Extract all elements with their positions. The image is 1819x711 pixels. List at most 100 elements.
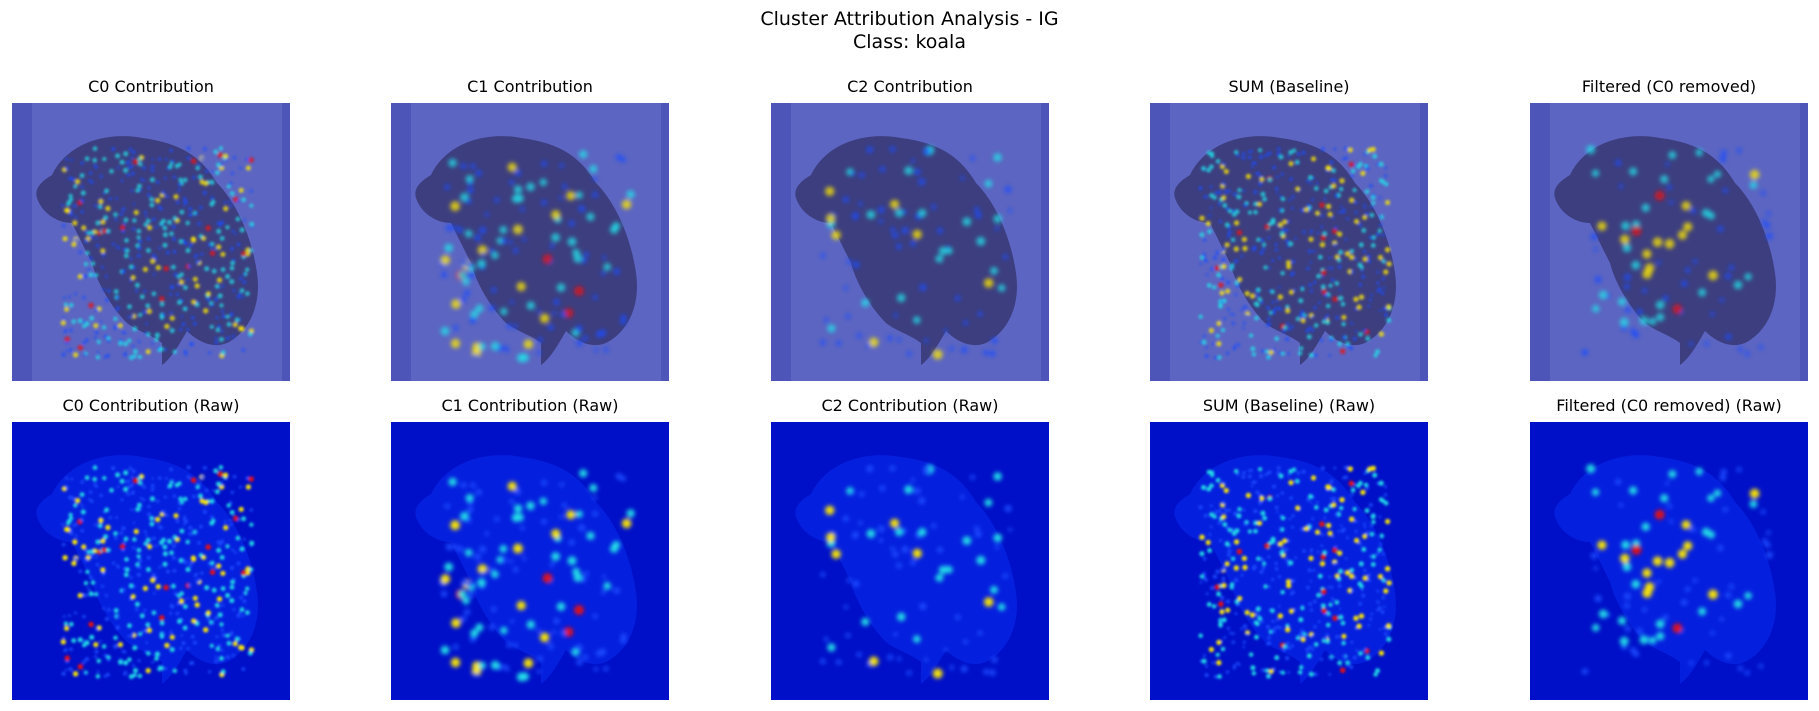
attribution-spot — [154, 651, 160, 657]
attribution-spot — [61, 352, 66, 357]
attribution-spot — [111, 242, 116, 246]
attribution-spot — [1340, 524, 1343, 527]
attribution-spot — [82, 639, 86, 643]
attribution-spot — [1668, 151, 1677, 160]
attribution-spot — [1258, 148, 1263, 153]
attribution-spot — [1654, 509, 1665, 520]
attribution-spot — [827, 643, 836, 652]
attribution-spot — [1295, 635, 1301, 641]
attribution-spot — [1224, 242, 1230, 248]
attribution-spot — [1383, 605, 1386, 608]
attribution-spot — [64, 526, 70, 532]
attribution-spot — [1320, 284, 1326, 290]
attribution-spot — [1222, 522, 1228, 527]
attribution-spot — [226, 184, 231, 189]
attribution-spot — [1736, 467, 1742, 473]
attribution-heatmap-image — [391, 422, 669, 700]
attribution-spot — [583, 251, 589, 258]
attribution-spot — [117, 565, 120, 569]
attribution-spot — [220, 267, 226, 272]
attribution-spot — [1313, 306, 1317, 310]
attribution-spot — [225, 633, 230, 638]
attribution-spot — [150, 483, 155, 488]
attribution-spot — [1668, 470, 1677, 479]
attribution-spot — [845, 313, 851, 319]
attribution-spot — [902, 528, 908, 534]
attribution-spot — [1656, 260, 1661, 265]
attribution-spot — [159, 301, 165, 307]
attribution-spot — [61, 204, 64, 207]
attribution-spot — [90, 235, 94, 239]
attribution-spot — [102, 607, 105, 610]
attribution-spot — [169, 550, 174, 556]
attribution-spot — [1199, 581, 1203, 584]
attribution-spot — [910, 158, 915, 164]
attribution-spot — [1264, 543, 1270, 549]
attribution-spot — [1333, 147, 1337, 151]
attribution-spot — [1719, 297, 1724, 303]
attribution-spot — [63, 302, 68, 307]
attribution-spot — [613, 268, 620, 275]
attribution-spot — [1302, 315, 1306, 319]
attribution-spot — [105, 524, 111, 531]
attribution-spot — [1362, 256, 1368, 262]
attribution-spot — [193, 640, 197, 645]
attribution-spot — [1704, 660, 1709, 666]
attribution-spot — [1285, 239, 1290, 244]
attribution-spot — [122, 269, 126, 273]
attribution-spot — [68, 512, 73, 517]
attribution-spot — [145, 214, 148, 218]
attribution-spot — [1371, 200, 1376, 206]
attribution-spot — [1237, 188, 1242, 193]
attribution-spot — [188, 206, 193, 211]
koala-silhouette — [795, 455, 1017, 684]
attribution-spot — [1278, 527, 1282, 531]
attribution-spot — [1354, 210, 1358, 214]
attribution-spot — [121, 650, 125, 653]
attribution-spot — [215, 646, 220, 652]
attribution-spot — [1362, 575, 1368, 581]
attribution-spot — [172, 534, 178, 540]
attribution-spot — [171, 583, 176, 589]
attribution-spot — [505, 667, 510, 672]
attribution-spot — [1644, 582, 1655, 592]
attribution-spot — [123, 217, 129, 223]
attribution-spot — [1274, 655, 1280, 661]
attribution-spot — [119, 159, 125, 165]
attribution-spot — [1270, 608, 1275, 614]
attribution-spot — [80, 509, 86, 515]
attribution-spot — [1710, 630, 1715, 636]
attribution-spot — [68, 348, 73, 353]
attribution-spot — [1285, 260, 1292, 266]
attribution-spot — [188, 562, 193, 567]
attribution-spot — [465, 494, 474, 502]
attribution-spot — [215, 316, 219, 320]
attribution-spot — [74, 215, 78, 219]
attribution-spot — [97, 523, 103, 529]
attribution-spot — [1314, 529, 1321, 535]
attribution-spot — [1301, 469, 1306, 474]
attribution-spot — [119, 543, 126, 550]
attribution-spot — [573, 572, 583, 582]
attribution-spot — [1297, 351, 1303, 356]
attribution-spot — [1215, 333, 1220, 338]
attribution-spot — [113, 531, 118, 536]
attribution-spots — [439, 469, 635, 682]
attribution-spot — [960, 494, 965, 500]
attribution-spot — [204, 266, 210, 272]
attribution-spot — [516, 600, 526, 611]
attribution-spot — [1346, 663, 1351, 668]
attribution-spot — [949, 346, 955, 351]
attribution-spot — [215, 327, 220, 333]
attribution-spot — [1207, 229, 1212, 234]
attribution-spots — [1198, 146, 1392, 360]
attribution-spot — [187, 583, 192, 588]
attribution-spot — [474, 553, 482, 561]
attribution-spot — [151, 573, 156, 577]
attribution-spot — [239, 546, 245, 552]
attribution-spot — [1665, 481, 1670, 486]
attribution-spot — [240, 570, 247, 576]
attribution-spot — [481, 252, 486, 257]
attribution-spot — [89, 634, 95, 640]
attribution-spot — [154, 225, 158, 229]
